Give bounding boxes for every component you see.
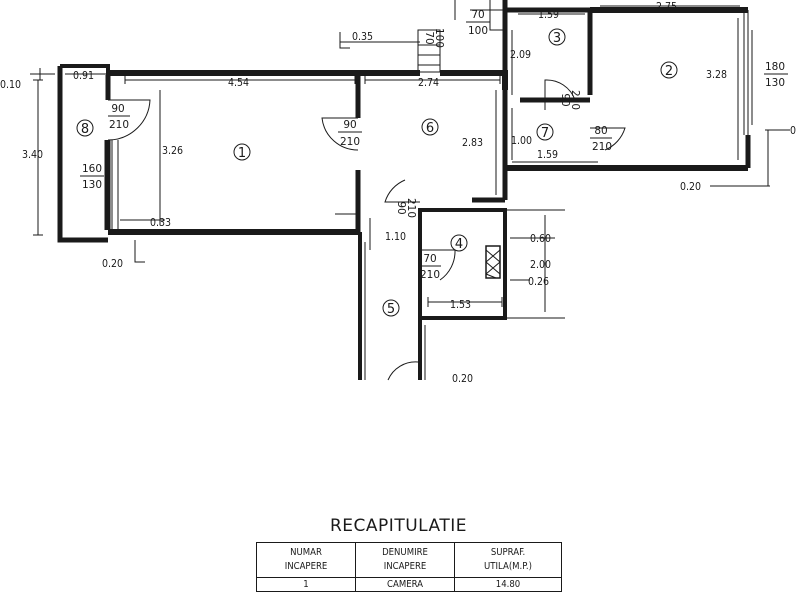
dim-1-59-top: 1.59: [538, 9, 559, 21]
door-label-room-1-6: 90 210: [338, 119, 362, 148]
svg-text:130: 130: [82, 179, 102, 191]
svg-text:130: 130: [765, 77, 785, 89]
room-2-label: 2: [660, 61, 678, 79]
svg-text:100: 100: [433, 28, 445, 48]
svg-text:70: 70: [423, 31, 435, 44]
dim-4-54: 4.54: [228, 77, 249, 89]
door-labels: 90 210 90 210 80 210 70 210 70 100 70 10…: [108, 9, 612, 281]
dim-2-83: 2.83: [462, 137, 483, 149]
dim-0-partial-right: 0: [790, 125, 796, 137]
svg-text:80: 80: [594, 125, 607, 137]
recap-title: RECAPITULATIE: [330, 516, 467, 536]
window-room-8: [104, 140, 119, 230]
svg-text:5: 5: [387, 302, 395, 317]
dim-2-09: 2.09: [510, 49, 531, 61]
door-swings: [107, 79, 626, 381]
dim-0-60: 0.60: [530, 233, 551, 245]
svg-text:90: 90: [559, 93, 571, 106]
vent-shaft: [485, 245, 501, 279]
dim-3-40: 3.40: [22, 149, 43, 161]
door-label-room-3-7: 90 210: [559, 90, 581, 110]
dim-0-20-right: 0.20: [680, 181, 701, 193]
dim-0-20-left: 0.20: [102, 258, 123, 270]
dim-1-53: 1.53: [450, 299, 471, 311]
door-label-stair-vertical: 70 100: [423, 28, 445, 48]
dim-0-91: 0.91: [73, 70, 94, 82]
svg-text:70: 70: [423, 253, 436, 265]
dim-1-00: 1.00: [511, 135, 532, 147]
window-labels: 160 130 180 130: [80, 61, 788, 191]
room-4-label: 4: [450, 234, 468, 252]
window-label-room-8: 160 130: [80, 163, 104, 191]
dimension-labels: 0.35 4.54 2.74 1.59 2.75 0.91 0.10 3.40 …: [0, 1, 796, 385]
dim-2-75: 2.75: [656, 1, 677, 13]
dim-partial-bottom: 0.20: [452, 373, 473, 385]
room-3-label: 3: [548, 28, 566, 46]
svg-text:180: 180: [765, 61, 785, 73]
door-label-room-8: 90 210: [108, 103, 130, 131]
svg-text:6: 6: [426, 121, 434, 136]
svg-text:2: 2: [665, 64, 673, 79]
svg-text:210: 210: [420, 269, 440, 281]
dim-0-33: 0.33: [150, 217, 171, 229]
dim-3-28: 3.28: [706, 69, 727, 81]
svg-text:90: 90: [343, 119, 356, 131]
door-label-corridor-vertical: 90 210: [395, 198, 417, 218]
dim-0-10: 0.10: [0, 79, 21, 91]
svg-text:210: 210: [340, 136, 360, 148]
svg-text:7: 7: [541, 126, 549, 141]
dim-0-26: 0.26: [528, 276, 549, 288]
dim-2-74: 2.74: [418, 77, 439, 89]
walls: [57, 0, 753, 380]
table-row: 1 CAMERA 14.80: [256, 577, 562, 592]
svg-text:210: 210: [569, 90, 581, 110]
room-8-label: 8: [76, 119, 94, 137]
svg-text:4: 4: [455, 237, 463, 252]
room-5-label: 5: [382, 299, 400, 317]
dim-1-10: 1.10: [385, 231, 406, 243]
svg-text:1: 1: [238, 146, 246, 161]
window-label-room-2: 180 130: [764, 61, 788, 89]
dimension-lines: [30, 5, 790, 312]
recap-cell-area: 14.80: [454, 577, 562, 592]
room-1-label: 1: [233, 143, 251, 161]
room-6-label: 6: [421, 118, 439, 136]
door-label-top-entry: 70 100: [466, 9, 490, 37]
dim-0-35: 0.35: [352, 31, 373, 43]
svg-text:70: 70: [471, 9, 484, 21]
svg-text:90: 90: [111, 103, 124, 115]
svg-text:3: 3: [553, 31, 561, 46]
recap-cell-name: CAMERA: [355, 577, 455, 592]
dim-1-59-mid: 1.59: [537, 149, 558, 161]
door-label-room-7: 80 210: [590, 125, 612, 153]
svg-text:210: 210: [405, 198, 417, 218]
dim-3-26: 3.26: [162, 145, 183, 157]
svg-text:8: 8: [81, 122, 89, 137]
door-label-room-4: 70 210: [419, 253, 441, 281]
recap-cell-number: 1: [256, 577, 356, 592]
svg-text:90: 90: [395, 201, 407, 214]
recap-header-area: SUPRAF.UTILA(M.P.): [454, 542, 562, 578]
dim-2-00: 2.00: [530, 259, 551, 271]
room-7-label: 7: [536, 123, 554, 141]
svg-text:210: 210: [592, 141, 612, 153]
svg-text:100: 100: [468, 25, 488, 37]
svg-text:210: 210: [109, 119, 129, 131]
room-numbers: 1 2 3 4 5 6 7 8: [76, 28, 678, 317]
svg-text:160: 160: [82, 163, 102, 175]
